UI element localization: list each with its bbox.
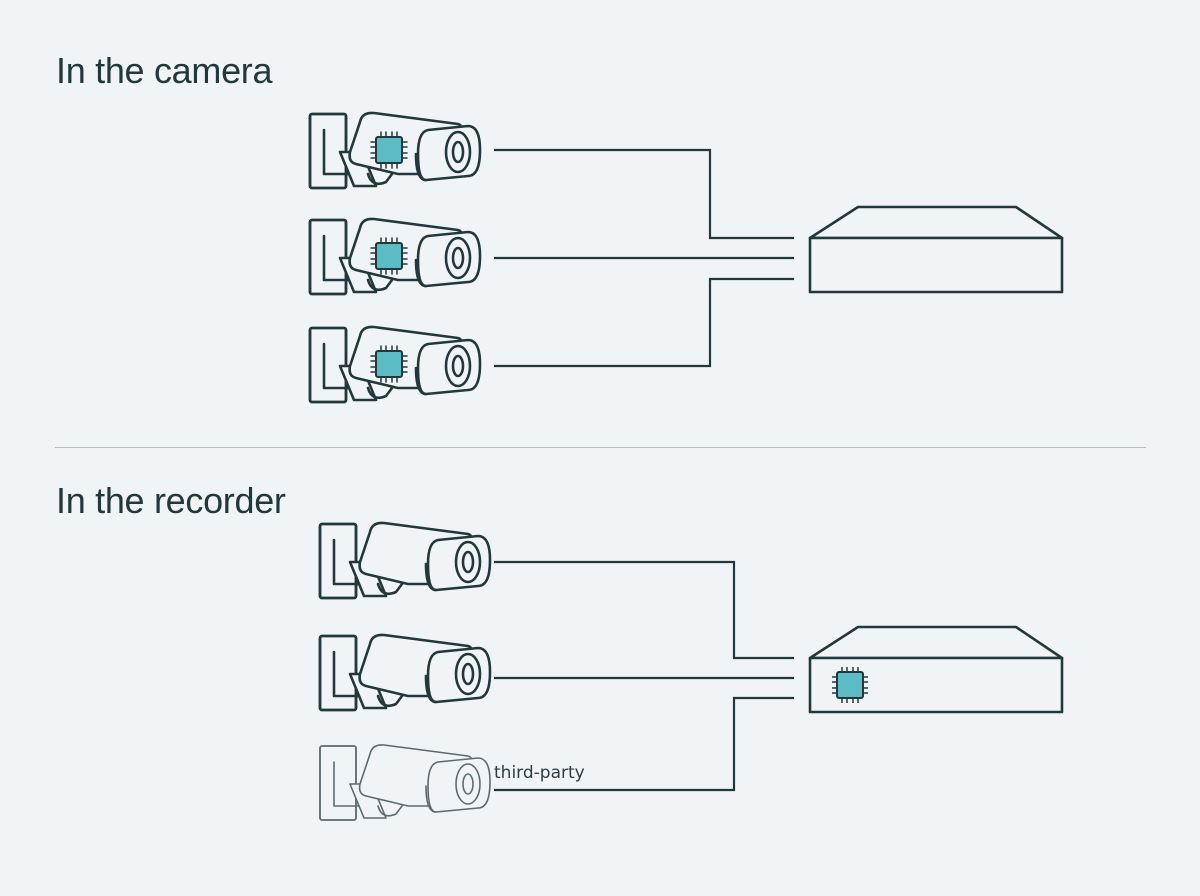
chip-icon — [369, 130, 409, 170]
section-title-in-recorder: In the recorder — [56, 480, 286, 521]
camera-with-chip-3 — [308, 325, 482, 404]
security-camera-icon — [318, 633, 492, 712]
camera-with-chip-2 — [308, 217, 482, 296]
recorder-box-top — [808, 205, 1064, 294]
security-camera-icon — [318, 521, 492, 600]
camera-third-party — [319, 744, 491, 821]
third-party-label: third-party — [494, 763, 585, 783]
recorder-box-bottom — [808, 625, 1064, 714]
chip-icon — [369, 344, 409, 384]
camera-plain-2 — [318, 633, 492, 712]
camera-with-chip-1 — [308, 111, 482, 190]
section-title-in-camera: In the camera — [56, 50, 273, 91]
camera-plain-1 — [318, 521, 492, 600]
chip-icon — [369, 236, 409, 276]
security-camera-icon — [319, 744, 491, 821]
chip-icon — [831, 666, 869, 704]
section-divider — [55, 447, 1146, 448]
connection-lines-bottom — [494, 560, 794, 792]
connection-lines-top — [494, 148, 794, 368]
